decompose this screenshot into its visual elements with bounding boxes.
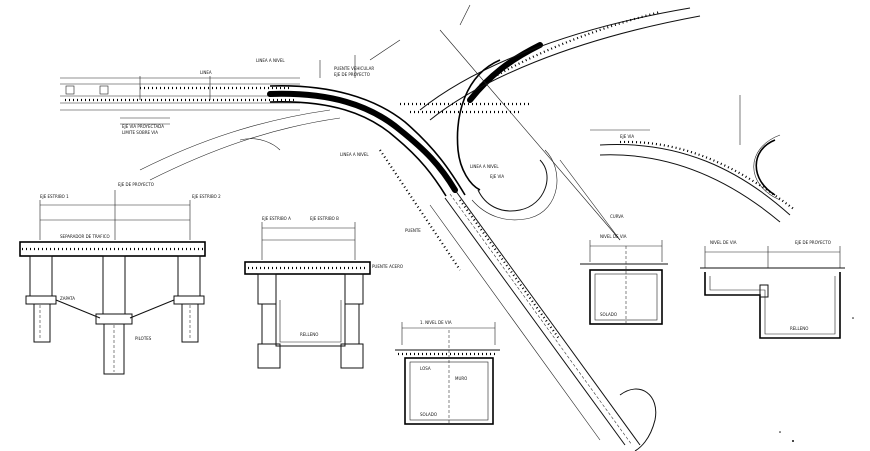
section-2-bridge: EJE ESTRIBO A EJE ESTRIBO B PUENTE ACERO… [244,216,403,369]
horizontal-road [60,76,300,125]
section-label: EJE ESTRIBO 1 [40,194,69,199]
section-label: LOSA [420,366,431,371]
section-label: RELLENO [790,326,808,331]
section-label: PUENTE ACERO [372,264,403,269]
section-3-box: 1. NIVEL DE VIA LOSA MURO SOLADO [395,320,500,425]
plan-view: LINEA EJE VIA PROYECTADA LIMITE SOBRE VI… [60,4,796,451]
section-label: EJE DE PROYECTO [795,240,831,245]
plan-label: PUENTE [405,228,421,233]
section-label: SOLADO [420,412,437,417]
section-4-box: NIVEL DE VIA SOLADO [580,234,668,325]
diagonal-main-road [429,189,641,446]
roundabout-loop [456,59,558,221]
section-1-bridge: EJE ESTRIBO 1 EJE DE PROYECTO EJE ESTRIB… [19,182,221,375]
section-5-channel: NIVEL DE VIA EJE DE PROYECTO RELLENO [700,240,845,339]
plan-label: LINEA A NIVEL [340,152,369,157]
drawing-marks [779,317,854,442]
section-label: RELLENO [300,332,318,337]
section-label: ZAPATA [60,296,75,301]
road-end-curve [619,388,657,451]
plan-label: LINEA A NIVEL [256,58,285,63]
right-curved-road [590,95,796,223]
plan-label: CURVA [610,214,624,219]
secondary-roads [139,29,621,271]
plan-label: LINEA A NIVEL [470,164,499,169]
section-label: SEPARADOR DE TRAFICO [60,234,110,239]
plan-label: LIMITE SOBRE VIA [122,130,158,135]
section-label: NIVEL DE VIA [710,240,737,245]
section-label: EJE DE PROYECTO [118,182,154,187]
plan-label: EJE DE PROYECTO [334,72,370,77]
plan-label: PUENTE VEHICULAR [334,66,374,71]
section-label: 1. NIVEL DE VIA [420,320,452,325]
section-label: SOLADO [600,312,617,317]
plan-label: EJE VIA [620,134,634,139]
upper-right-road [419,4,701,121]
section-label: EJE ESTRIBO A [262,216,291,221]
plan-label: LINEA [200,70,212,75]
section-label: NIVEL DE VIA [600,234,627,239]
section-label: EJE ESTRIBO 2 [192,194,221,199]
plan-label: EJE VIA [490,174,504,179]
curved-bridge-deck [267,85,466,197]
section-label: PILOTES [135,336,152,341]
section-label: MURO [455,376,467,381]
plan-label: EJE VIA PROYECTADA [122,124,164,129]
section-label: EJE ESTRIBO B [310,216,339,221]
